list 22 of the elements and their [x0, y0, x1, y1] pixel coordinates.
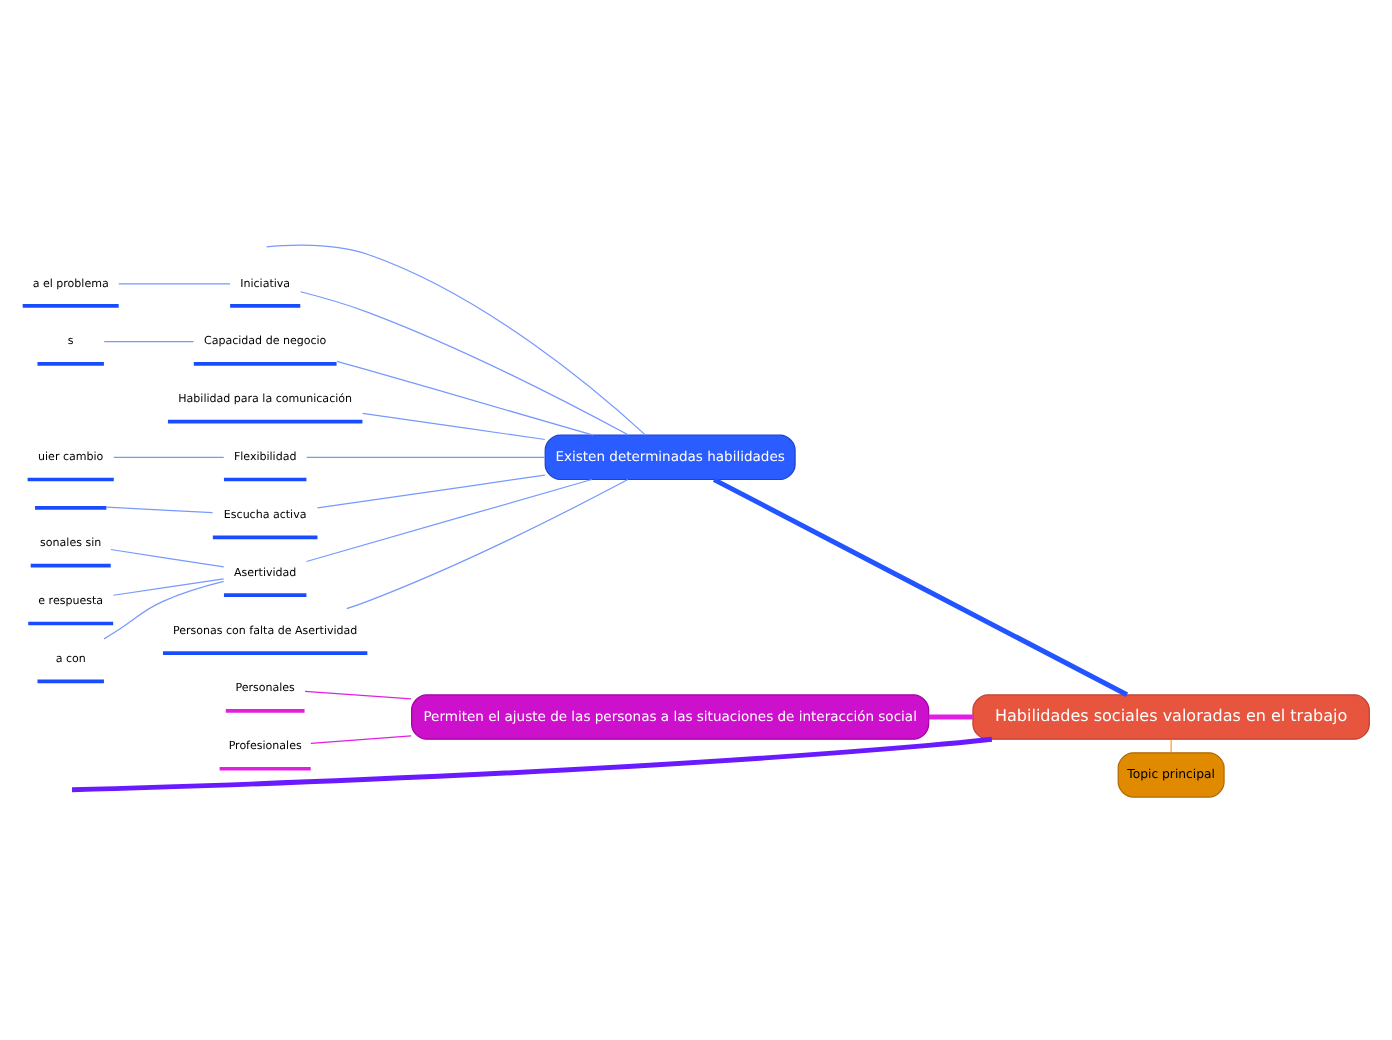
connector — [103, 340, 195, 342]
connector — [105, 505, 214, 513]
connector — [299, 290, 630, 435]
connector — [265, 243, 647, 435]
connector — [103, 579, 225, 639]
connector — [71, 735, 993, 792]
connector — [304, 689, 412, 699]
connector — [310, 734, 412, 743]
connector — [336, 359, 594, 435]
connector — [306, 455, 546, 457]
connector — [928, 713, 973, 719]
connector — [110, 547, 225, 567]
connector — [118, 282, 231, 284]
connector — [361, 411, 546, 440]
node-bar — [35, 504, 107, 509]
connector — [316, 473, 546, 508]
connector — [712, 476, 1129, 696]
connector — [113, 455, 225, 457]
connector — [1170, 738, 1172, 752]
connector — [305, 477, 593, 562]
connector — [112, 577, 225, 595]
connector — [346, 477, 629, 609]
